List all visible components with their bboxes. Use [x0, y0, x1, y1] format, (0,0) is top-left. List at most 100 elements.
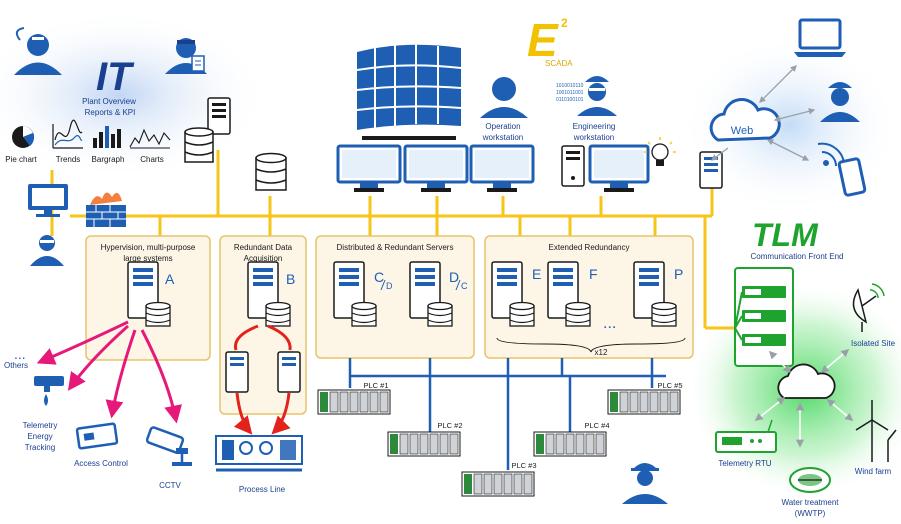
it-logo: IT — [96, 55, 135, 99]
satellite-dish-icon — [852, 283, 885, 332]
binary-text-1: 1010010110 — [556, 83, 584, 89]
smartphone-icon — [837, 157, 867, 197]
extended-title: Extended Redundancy — [549, 243, 630, 252]
hypervision-title-line2: large systems — [123, 254, 172, 263]
process-line-icon — [215, 435, 303, 472]
water-treatment-icon — [789, 467, 831, 493]
field-technician-icon — [622, 463, 668, 504]
pie-chart-icon — [12, 126, 34, 148]
wind-farm-icon — [855, 400, 897, 462]
it-title-line1: Plant Overview — [82, 97, 136, 106]
server-e-letter: E — [532, 266, 541, 282]
water-treatment-label-line1: Water treatment — [781, 498, 839, 507]
servers-ellipsis: ... — [603, 315, 616, 332]
bargraph-icon — [93, 126, 121, 148]
binary-text-2: 1001011001 — [556, 90, 584, 96]
it-database-icon — [184, 127, 214, 163]
server-b-redundant-1 — [225, 351, 249, 393]
tlm-logo: TLM — [752, 217, 819, 253]
access-control-label: Access Control — [74, 459, 128, 468]
operator-monitors — [336, 137, 676, 192]
monitor-4 — [588, 144, 650, 192]
process-line-label: Process Line — [239, 485, 286, 494]
server-f-icon — [547, 261, 591, 327]
lightbulb-icon — [644, 137, 676, 166]
web-cloud-icon — [709, 98, 781, 142]
trends-label: Trends — [56, 155, 81, 164]
monitor-2 — [403, 144, 469, 192]
telemetry-label-line3: Tracking — [25, 443, 55, 452]
firewall-icon — [86, 192, 126, 227]
engineering-label-line2: workstation — [573, 133, 614, 142]
plc-3 — [461, 471, 535, 497]
tlm-rack — [734, 267, 794, 367]
others-dots: ... — [14, 346, 26, 362]
web-section: Web — [699, 18, 867, 197]
remote-cloud-icon — [777, 363, 836, 399]
server-b-icon — [247, 261, 291, 327]
server-b-letter: B — [286, 271, 295, 287]
server-c-letter: C — [374, 269, 384, 285]
web-user-icon — [820, 82, 860, 122]
charts-label: Charts — [140, 155, 164, 164]
remote-arrows — [754, 348, 854, 448]
hypervision-title-line1: Hypervision, multi-purpose — [101, 243, 196, 252]
plc-network — [348, 358, 666, 470]
tlm-label: Communication Front End — [751, 252, 844, 261]
water-treatment-label-line2: (WWTP) — [795, 509, 826, 518]
plc-5 — [607, 389, 681, 415]
binary-text-3: 0110100101 — [556, 97, 584, 103]
access-card-icon — [75, 422, 119, 450]
trends-icon — [52, 119, 83, 149]
hypervision-arrows — [36, 320, 182, 424]
video-wall-icon — [356, 44, 462, 140]
engineering-tower — [561, 145, 585, 187]
distributed-title: Distributed & Redundant Servers — [337, 243, 454, 252]
server-p-icon — [633, 261, 677, 327]
telemetry-rtu-icon — [715, 419, 777, 453]
web-server-icon — [699, 151, 723, 189]
telemetry-rtu-label: Telemetry RTU — [718, 459, 771, 468]
plc-4-label: PLC #4 — [584, 421, 609, 430]
acquisition-arrows — [233, 324, 292, 435]
server-f-letter: F — [589, 266, 598, 282]
bargraph-label: Bargraph — [92, 155, 125, 164]
server-multiplier: x12 — [595, 348, 608, 357]
charts-icon — [129, 128, 171, 149]
acquisition-database-icon — [255, 152, 287, 191]
scada-e-logo: E — [527, 14, 559, 66]
pie-chart-label: Pie chart — [5, 155, 37, 164]
plc-3-label: PLC #3 — [511, 461, 536, 470]
server-c-icon — [333, 261, 377, 327]
it-section: IT Plant Overview Reports & KPI Pie char… — [5, 27, 231, 164]
plc-2 — [387, 431, 461, 457]
plc-1 — [317, 389, 391, 415]
plc-5-label: PLC #5 — [657, 381, 682, 390]
scada-superscript: 2 — [561, 16, 568, 30]
monitor-1 — [336, 144, 402, 192]
telemetry-label-line2: Energy — [27, 432, 52, 441]
others-label: Others — [4, 361, 28, 370]
monitor-3 — [469, 144, 535, 192]
server-c-sub: D — [386, 281, 393, 291]
cctv-label: CCTV — [159, 481, 181, 490]
wind-farm-label: Wind farm — [855, 467, 892, 476]
redundant-title-line2: Acquisition — [244, 254, 283, 263]
it-server-icon — [207, 97, 231, 135]
plc-1-label: PLC #1 — [363, 381, 388, 390]
cctv-camera-icon — [145, 426, 192, 466]
it-title-line2: Reports & KPI — [85, 108, 136, 117]
analyst-user-icon — [165, 38, 207, 74]
energy-meter-icon — [34, 376, 64, 406]
plc-4 — [533, 431, 607, 457]
telemetry-label-line1: Telemetry — [23, 421, 58, 430]
operation-label-line2: workstation — [482, 133, 523, 142]
scada-logo: E 2 SCADA — [527, 14, 573, 68]
server-e-icon — [491, 261, 535, 327]
operation-label-line1: Operation — [485, 122, 520, 131]
remote-user-icon — [30, 235, 64, 266]
plc-2-label: PLC #2 — [437, 421, 462, 430]
server-a-icon — [127, 261, 171, 327]
laptop-icon — [794, 18, 846, 57]
